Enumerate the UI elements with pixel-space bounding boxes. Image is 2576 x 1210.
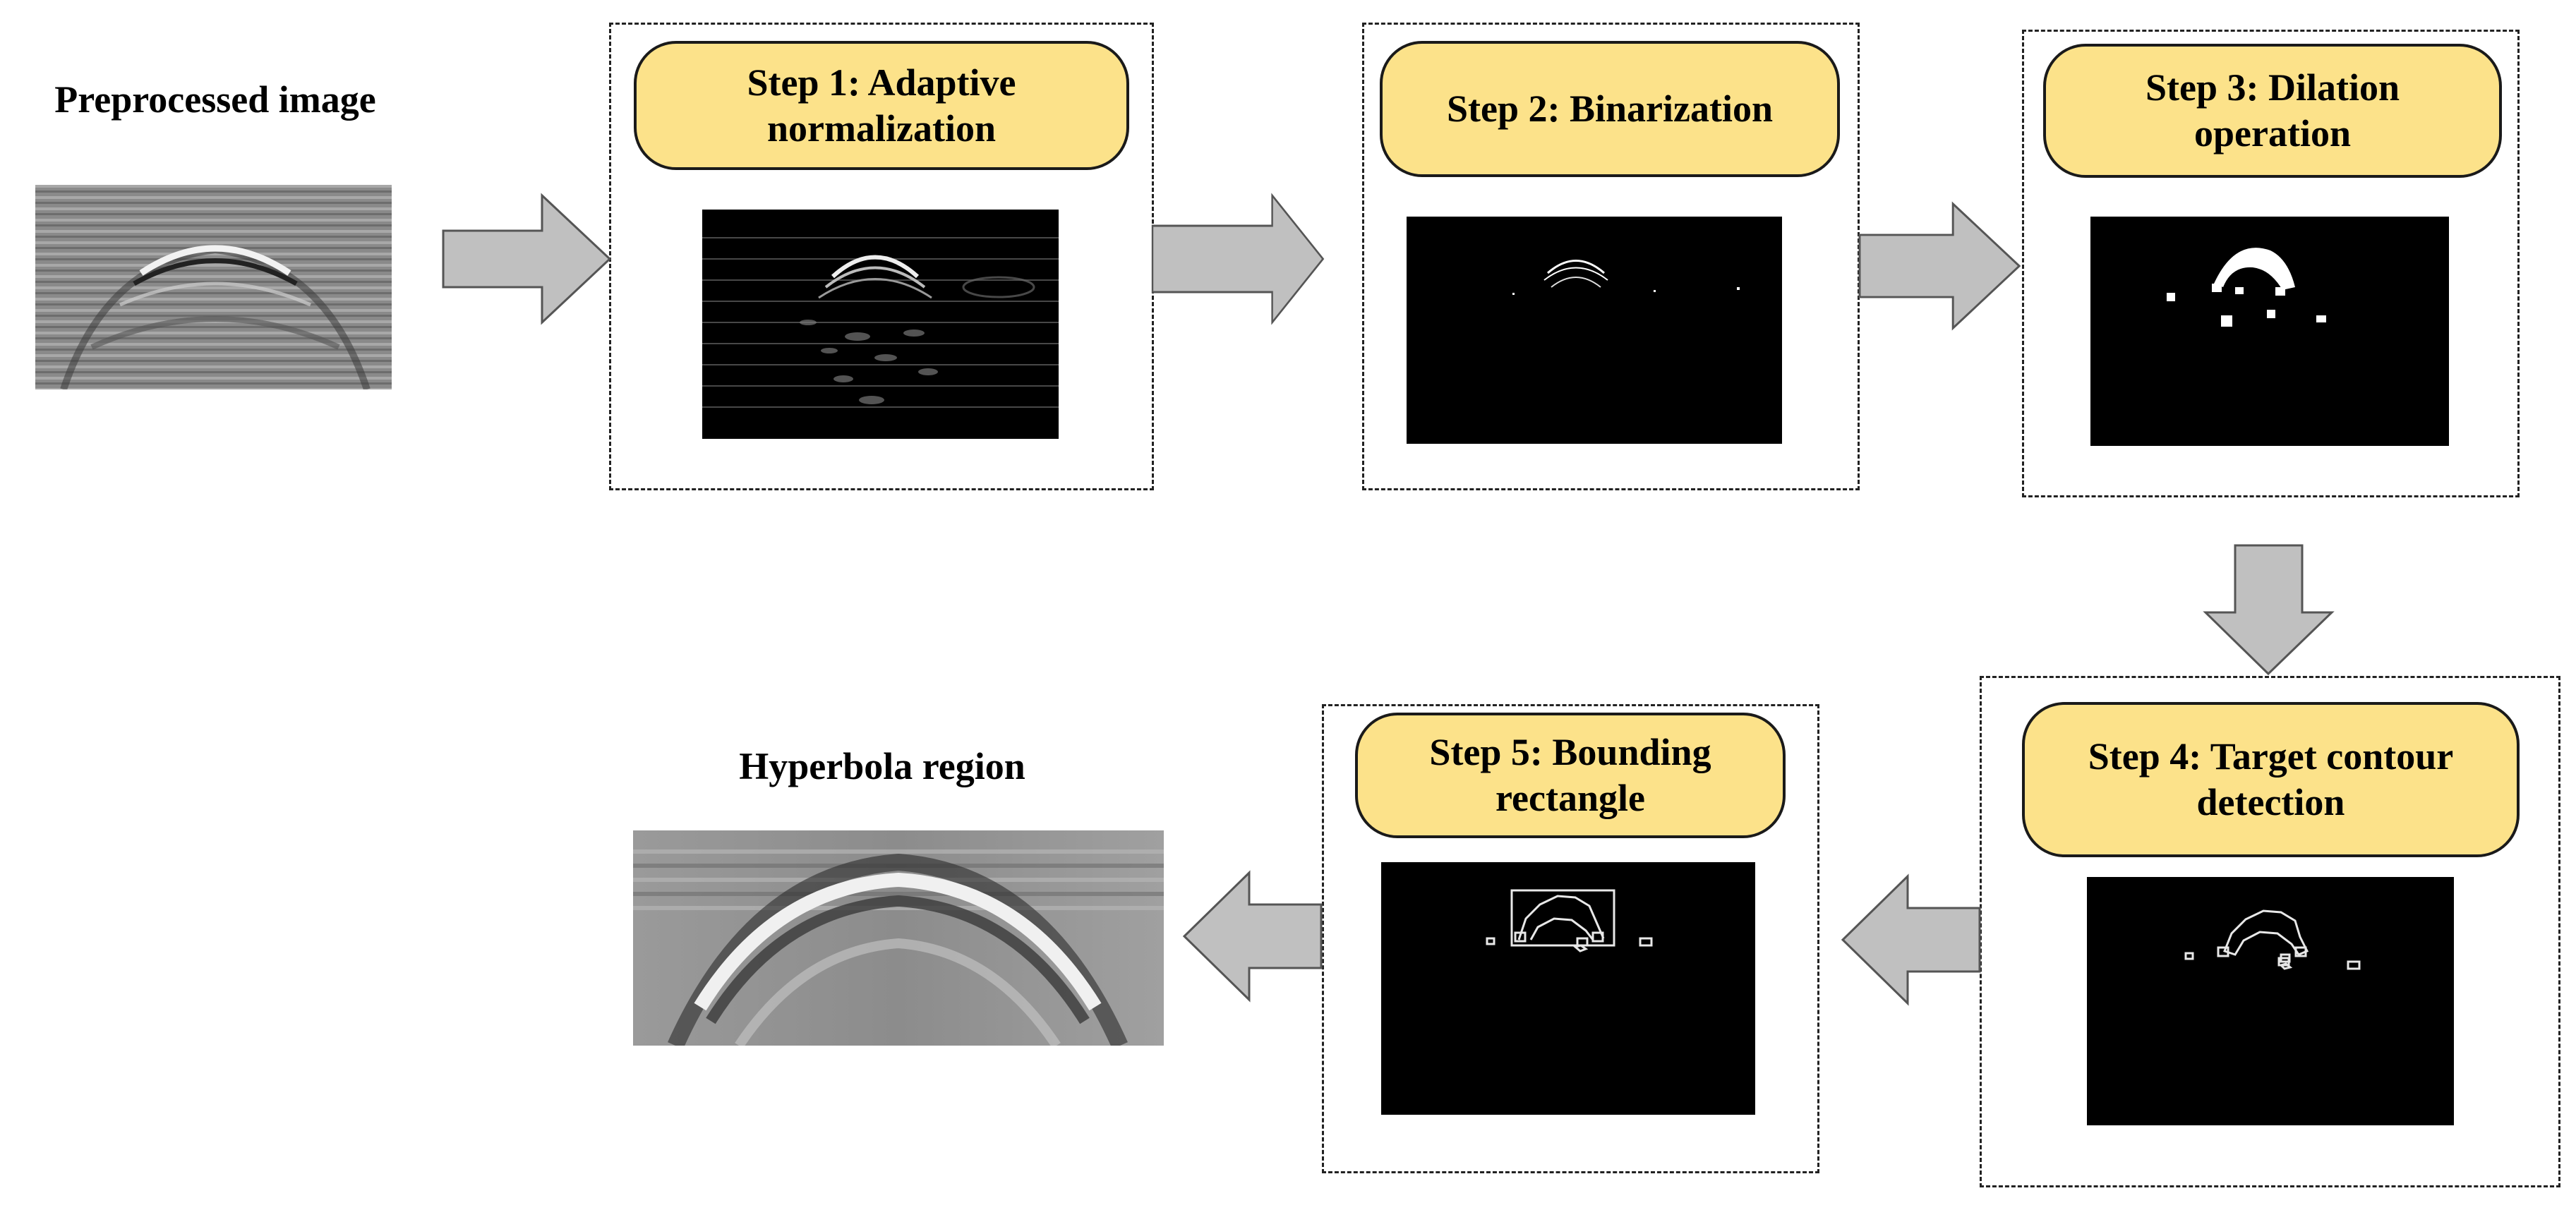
arrow-right-1 (442, 193, 612, 325)
step-4-title: Step 4: Target contour detection (2022, 702, 2520, 857)
step-3-box (2022, 30, 2520, 497)
step-3-title-line1: Step 3: Dilation (2145, 66, 2400, 109)
step-3-title: Step 3: Dilation operation (2043, 44, 2502, 178)
step-1-title: Step 1: Adaptive normalization (634, 41, 1129, 170)
step-2-title-line1: Step 2: Binarization (1446, 87, 1773, 131)
input-label: Preprocessed image (54, 78, 376, 121)
arrow-left-1 (1841, 873, 1981, 1006)
step-4-title-line2: detection (2196, 781, 2345, 823)
step-3-title-line2: operation (2194, 112, 2351, 155)
step-5-title-line1: Step 5: Bounding (1429, 731, 1711, 774)
arrow-down (2203, 544, 2335, 676)
step-2-box (1362, 23, 1860, 490)
preprocessed-image (35, 185, 392, 389)
step-1-title-line1: Step 1: Adaptive (747, 61, 1016, 104)
step-2-binary-image (1407, 217, 1782, 444)
step-1-title-line2: normalization (767, 107, 996, 150)
arrow-right-3 (1858, 201, 2021, 331)
step-4-contour-image (2087, 877, 2454, 1125)
step-5-title-line2: rectangle (1495, 777, 1645, 819)
step-5-title: Step 5: Bounding rectangle (1355, 713, 1786, 838)
arrow-left-2 (1182, 870, 1323, 1003)
arrow-right-2 (1151, 193, 1325, 325)
step-1-normalized-image (702, 210, 1059, 439)
step-5-bounding-image (1381, 862, 1755, 1115)
step-2-title: Step 2: Binarization (1380, 41, 1840, 177)
output-label: Hyperbola region (739, 745, 1025, 787)
step-3-dilated-image (2090, 217, 2449, 446)
step-4-title-line1: Step 4: Target contour (2088, 735, 2454, 778)
hyperbola-region-image (633, 830, 1164, 1046)
step-5-box (1322, 704, 1819, 1173)
